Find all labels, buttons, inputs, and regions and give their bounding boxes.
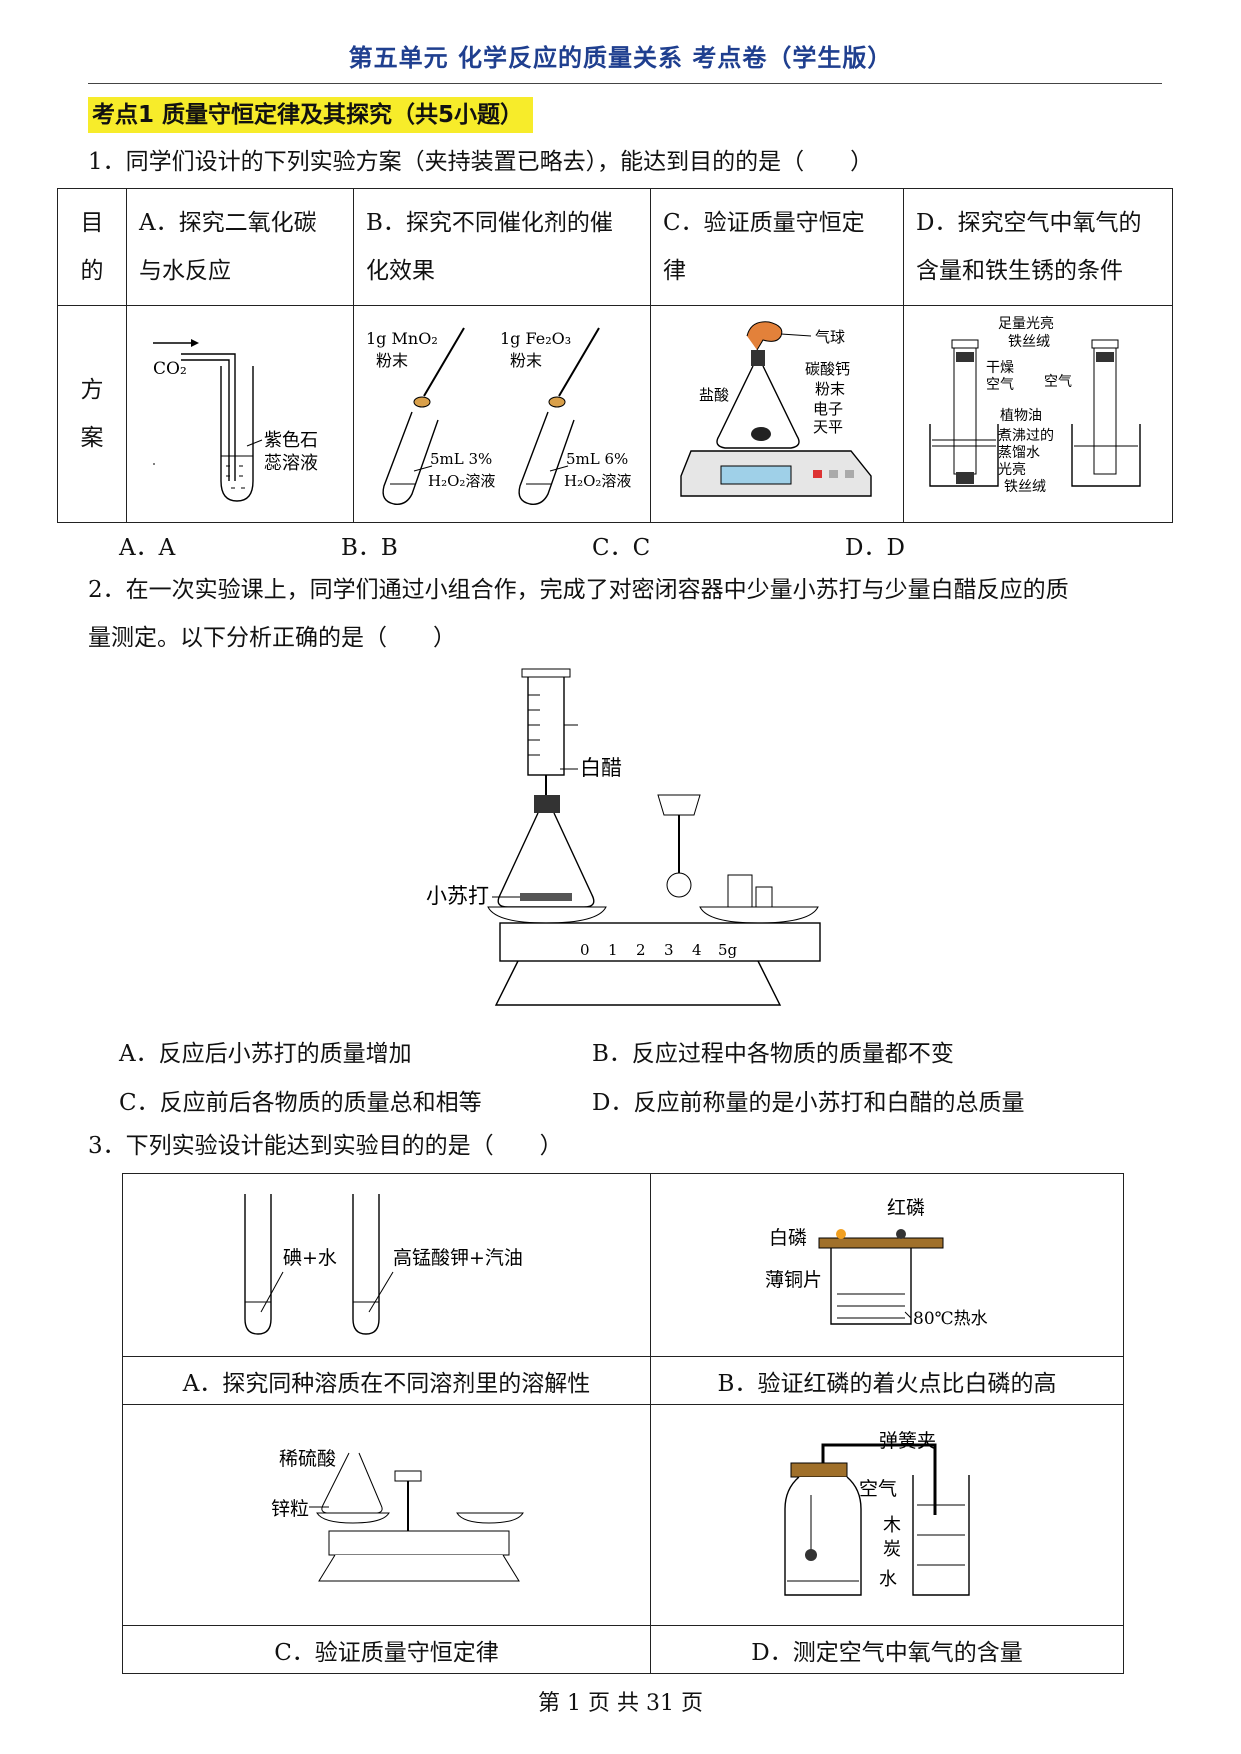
- scale-tick: 1: [608, 941, 618, 959]
- bright-steel-label-2: 铁丝绒: [1004, 479, 1046, 495]
- q1-stem: 1．同学们设计的下列实验方案（夹持装置已略去），能达到目的的是（ ）: [88, 149, 874, 175]
- copper-sheet-label: 薄铜片: [765, 1269, 822, 1291]
- q1-purpose-d: D．探究空气中氧气的含量和铁生锈的条件: [903, 188, 1173, 306]
- zinc-label: 锌粒: [271, 1498, 309, 1520]
- water-label-d: 水: [879, 1569, 897, 1590]
- page-header-title: 第五单元 化学反应的质量关系 考点卷（学生版）: [348, 44, 893, 72]
- powder-label-2: 粉末: [510, 351, 542, 370]
- q2-stem-line-2: 量测定。以下分析正确的是（ ）: [88, 625, 456, 651]
- section-title: 考点1 质量守恒定律及其探究（共5小题）: [88, 97, 534, 133]
- q1-figure-d: 足量光亮 铁丝绒 干燥 空气 空气 植物油 煮沸过的 蒸馏水 光亮 铁丝绒: [903, 305, 1173, 523]
- steel-label-1: 足量光亮: [998, 315, 1054, 332]
- red-phosphorus-label: 红磷: [887, 1197, 925, 1219]
- sol-label-1: 5mL 3%: [430, 450, 492, 468]
- iodine-water-label: 碘+水: [283, 1247, 337, 1269]
- soda-label: 小苏打: [426, 884, 489, 908]
- q1-row-head-purpose: 目 的: [57, 188, 127, 306]
- hot-water-label: 80℃热水: [913, 1309, 988, 1329]
- dry-label-2: 空气: [986, 377, 1014, 393]
- caco3-label-2: 粉末: [815, 380, 845, 398]
- fe2o3-label: 1g Fe₂O₃: [500, 329, 571, 348]
- q3-caption-c: C．验证质量守恒定律: [122, 1625, 651, 1674]
- q1-table: 目 的 A．探究二氧化碳与水反应 B．探究不同催化剂的催化效果 C．验证质量守恒…: [57, 188, 1173, 523]
- scale-tick: 2: [636, 941, 646, 959]
- sol-label-2: 5mL 6%: [566, 450, 628, 468]
- balloon-label: 气球: [815, 328, 845, 346]
- air-label: 空气: [1044, 374, 1072, 390]
- q2-option-c[interactable]: C．反应前后各物质的质量总和相等: [119, 1090, 482, 1116]
- boiled-water-label-2: 蒸馏水: [998, 445, 1040, 461]
- q1-option-a[interactable]: A．A: [119, 535, 176, 561]
- boiled-water-label-1: 煮沸过的: [998, 428, 1054, 444]
- q3-figure-b: 红磷 白磷 薄铜片 80℃热水: [650, 1173, 1124, 1357]
- q3-table: 碘+水 高锰酸钾+汽油 红磷 白磷 薄铜片 80℃热水 A．探究同种溶质在不同溶…: [122, 1173, 1124, 1674]
- q1-option-b[interactable]: B．B: [341, 535, 398, 561]
- row-head-char: 目: [80, 210, 104, 236]
- oil-label: 植物油: [1000, 408, 1042, 424]
- q2-option-a[interactable]: A．反应后小苏打的质量增加: [119, 1041, 412, 1067]
- litmus-label-2: 蕊溶液: [264, 453, 318, 474]
- header-divider: [88, 83, 1162, 84]
- q1-purpose-a: A．探究二氧化碳与水反应: [126, 188, 354, 306]
- q1-option-c[interactable]: C．C: [592, 535, 651, 561]
- balance-label-2: 天平: [813, 418, 843, 436]
- co2-label: CO₂: [153, 359, 187, 379]
- hcl-label: 盐酸: [699, 386, 729, 404]
- q3-figure-c: 稀硫酸 锌粒: [122, 1404, 651, 1626]
- white-phosphorus-label: 白磷: [769, 1227, 807, 1249]
- q1-row-head-plan: 方案: [57, 305, 127, 523]
- scale-tick: 0: [580, 941, 590, 959]
- q1-purpose-b: B．探究不同催化剂的催化效果: [353, 188, 651, 306]
- air-label-d: 空气: [859, 1478, 897, 1500]
- h2o2-label-2: H₂O₂溶液: [564, 472, 631, 490]
- q1-figure-a: CO₂ 紫色石 蕊溶液: [126, 305, 354, 523]
- kmno4-gasoline-label: 高锰酸钾+汽油: [393, 1247, 523, 1269]
- q3-caption-b: B．验证红磷的着火点比白磷的高: [650, 1356, 1124, 1405]
- q1-purpose-c: C．验证质量守恒定律: [650, 188, 904, 306]
- mno2-label: 1g MnO₂: [366, 329, 438, 348]
- q1-figure-c: 气球 碳酸钙 粉末 盐酸 电子 天平: [650, 305, 904, 523]
- scale-tick: 4: [692, 941, 702, 959]
- litmus-label-1: 紫色石: [264, 430, 318, 451]
- q2-option-d[interactable]: D．反应前称量的是小苏打和白醋的总质量: [592, 1090, 1025, 1116]
- q3-figure-a: 碘+水 高锰酸钾+汽油: [122, 1173, 651, 1357]
- q1-figure-b: 1g MnO₂ 粉末 1g Fe₂O₃ 粉末 5mL 3% H₂O₂溶液 5mL…: [353, 305, 651, 523]
- spring-clip-label: 弹簧夹: [879, 1430, 936, 1452]
- charcoal-label-2: 炭: [883, 1539, 901, 1560]
- h2o2-label-1: H₂O₂溶液: [428, 472, 495, 490]
- dilute-sulfuric-acid-label: 稀硫酸: [279, 1448, 336, 1470]
- caco3-label-1: 碳酸钙: [805, 360, 850, 378]
- scale-tick: 3: [664, 941, 674, 959]
- vinegar-label: 白醋: [580, 756, 622, 780]
- bright-steel-label-1: 光亮: [998, 461, 1026, 478]
- q3-stem: 3．下列实验设计能达到实验目的的是（ ）: [88, 1133, 563, 1159]
- q2-option-b[interactable]: B．反应过程中各物质的质量都不变: [592, 1041, 954, 1067]
- q1-option-d[interactable]: D．D: [845, 535, 905, 561]
- q2-stem-line-1: 2．在一次实验课上，同学们通过小组合作，完成了对密闭容器中少量小苏打与少量白醋反…: [88, 577, 1069, 603]
- charcoal-label-1: 木: [883, 1515, 901, 1536]
- q3-figure-d: 弹簧夹 空气 木 炭 水: [650, 1404, 1124, 1626]
- balance-label-1: 电子: [813, 400, 843, 418]
- steel-label-2: 铁丝绒: [1008, 334, 1050, 350]
- q3-caption-d: D．测定空气中氧气的含量: [650, 1625, 1124, 1674]
- powder-label-1: 粉末: [376, 351, 408, 370]
- dry-label-1: 干燥: [986, 360, 1014, 376]
- scale-tick: 5g: [718, 941, 738, 959]
- row-head-char: 的: [80, 258, 104, 284]
- q2-balance-figure: 白醋 小苏打 0 1 2 3 4 5g: [426, 668, 821, 1006]
- q3-caption-a: A．探究同种溶质在不同溶剂里的溶解性: [122, 1356, 651, 1405]
- page-footer: 第 1 页 共 31 页: [538, 1691, 703, 1716]
